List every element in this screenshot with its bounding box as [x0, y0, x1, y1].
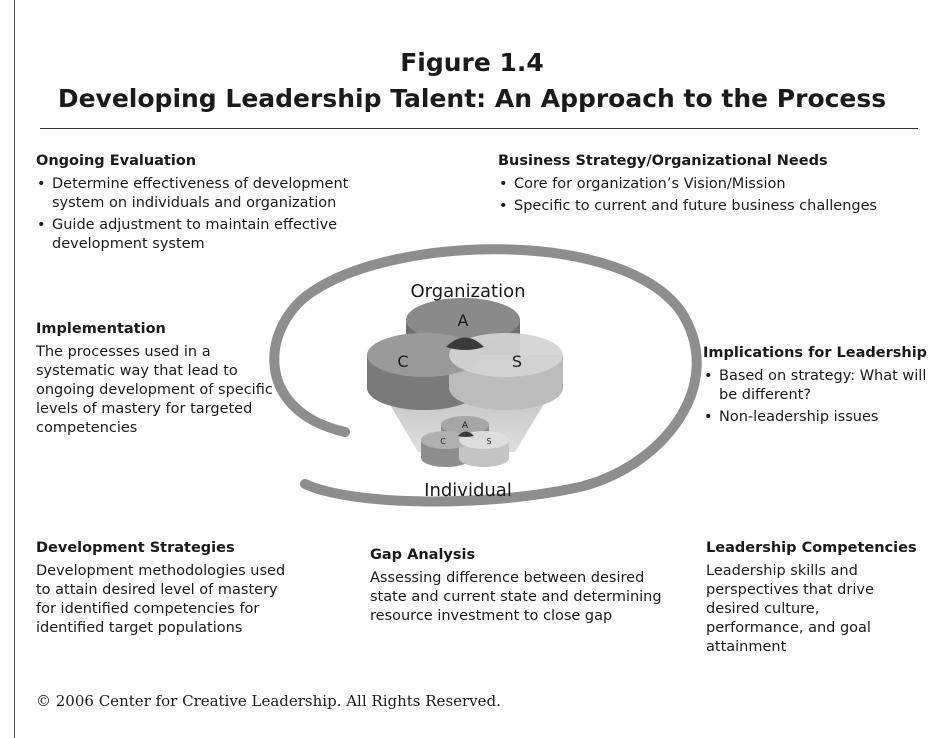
overlap-wedge-large [446, 337, 484, 350]
development-strategies-block: Development Strategies Development metho… [36, 539, 298, 638]
development-strategies-heading: Development Strategies [36, 540, 235, 556]
implications-bullet: Based on strategy: What will be differen… [703, 367, 933, 405]
business-strategy-block: Business Strategy/Organizational Needs C… [498, 152, 928, 219]
copyright-notice: © 2006 Center for Creative Leadership. A… [36, 692, 501, 710]
ongoing-evaluation-bullet: Guide adjustment to maintain effective d… [36, 216, 396, 254]
implications-heading: Implications for Leadership [703, 345, 928, 361]
implementation-text: The processes used in a systematic way t… [36, 344, 273, 436]
business-strategy-bullet: Core for organization’s Vision/Mission [498, 175, 928, 194]
circle-a-large [406, 298, 520, 342]
implications-block: Implications for Leadership Based on str… [703, 344, 933, 430]
leadership-competencies-heading: Leadership Competencies [706, 540, 917, 556]
ongoing-evaluation-bullet: Determine effectiveness of development s… [36, 175, 396, 213]
circle-c-large-label: C [397, 352, 408, 371]
circle-a-large-label: A [458, 311, 469, 330]
frame-left-border [14, 0, 15, 738]
circle-c-small-label: C [440, 437, 446, 446]
organization-label: Organization [410, 281, 525, 302]
circle-a-small [441, 416, 489, 434]
ongoing-evaluation-heading: Ongoing Evaluation [36, 153, 197, 169]
individual-label: Individual [424, 480, 512, 501]
gap-analysis-text: Assessing difference between desired sta… [370, 570, 662, 624]
overlap-wedge-small [458, 431, 474, 437]
leadership-competencies-block: Leadership Competencies Leadership skill… [706, 539, 921, 657]
business-strategy-heading: Business Strategy/Organizational Needs [498, 153, 828, 169]
figure-title: Developing Leadership Talent: An Approac… [57, 84, 887, 113]
process-spiral [269, 244, 702, 507]
business-strategy-bullet: Specific to current and future business … [498, 197, 928, 216]
circle-s-large-label: S [512, 352, 522, 371]
circle-a-small-label: A [462, 421, 469, 431]
title-divider [40, 128, 918, 129]
implementation-block: Implementation The processes used in a s… [36, 320, 286, 438]
figure-number: Figure 1.4 [400, 48, 544, 77]
implementation-heading: Implementation [36, 321, 166, 337]
leadership-competencies-text: Leadership skills and perspectives that … [706, 563, 874, 655]
circle-s-small-label: S [486, 437, 491, 446]
ongoing-evaluation-block: Ongoing Evaluation Determine effectivene… [36, 152, 396, 257]
gap-analysis-block: Gap Analysis Assessing difference betwee… [370, 546, 670, 626]
development-strategies-text: Development methodologies used to attain… [36, 563, 286, 636]
implications-bullet: Non-leadership issues [703, 408, 933, 427]
gap-analysis-heading: Gap Analysis [370, 547, 476, 563]
